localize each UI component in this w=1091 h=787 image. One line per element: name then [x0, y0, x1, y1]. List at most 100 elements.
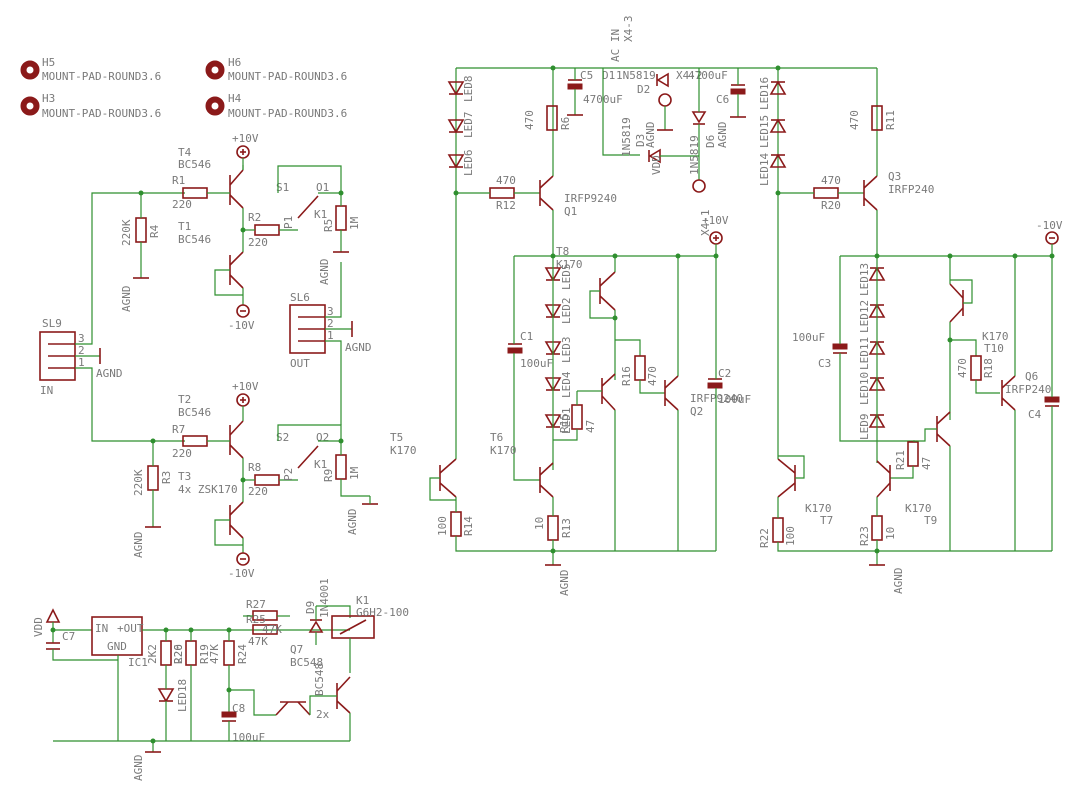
- svg-text:1M: 1M: [348, 216, 361, 230]
- svg-text:D2: D2: [637, 83, 650, 96]
- svg-text:K170: K170: [556, 258, 583, 271]
- capacitor-c1: C1 100uF: [507, 330, 553, 370]
- resistor-r4: 220K R4: [120, 217, 161, 246]
- svg-text:220: 220: [248, 485, 268, 498]
- svg-text:K1: K1: [314, 458, 327, 471]
- svg-text:470: 470: [646, 366, 659, 386]
- svg-text:Q7: Q7: [290, 643, 303, 656]
- svg-text:LED16: LED16: [758, 77, 771, 110]
- svg-text:+10V: +10V: [232, 132, 259, 145]
- svg-text:SL6: SL6: [290, 291, 310, 304]
- svg-text:O1: O1: [316, 181, 329, 194]
- svg-text:220K: 220K: [132, 469, 145, 496]
- resistor-r21: R21 47: [894, 441, 933, 470]
- svg-text:1N5819: 1N5819: [688, 135, 701, 175]
- svg-text:AGND: AGND: [644, 122, 657, 149]
- svg-text:LED10: LED10: [858, 372, 871, 405]
- svg-text:IRFP9240: IRFP9240: [564, 192, 617, 205]
- svg-text:K170: K170: [982, 330, 1009, 343]
- svg-text:S2: S2: [276, 431, 289, 444]
- resistor-r15: R15 47: [558, 404, 597, 433]
- svg-text:BC546: BC546: [178, 233, 211, 246]
- svg-text:47: 47: [584, 420, 597, 433]
- svg-text:AGND: AGND: [892, 568, 905, 595]
- svg-text:T2: T2: [178, 393, 191, 406]
- svg-text:470: 470: [956, 358, 969, 378]
- capacitor-c2: C2 100uF: [707, 367, 751, 406]
- svg-text:C2: C2: [718, 367, 731, 380]
- capacitor-c4: C4: [1028, 396, 1060, 421]
- svg-text:2x: 2x: [316, 708, 330, 721]
- svg-text:VDD: VDD: [32, 617, 45, 637]
- svg-text:LED8: LED8: [462, 76, 475, 103]
- svg-text:MOUNT-PAD-ROUND3.6: MOUNT-PAD-ROUND3.6: [228, 107, 347, 120]
- svg-text:3: 3: [327, 305, 334, 318]
- svg-text:Q6: Q6: [1025, 370, 1038, 383]
- svg-text:AGND: AGND: [132, 755, 145, 782]
- resistor-r13: 10 R13: [533, 515, 573, 541]
- svg-text:-10V: -10V: [228, 319, 255, 332]
- svg-text:K170: K170: [905, 502, 932, 515]
- svg-text:LED9: LED9: [858, 414, 871, 441]
- svg-text:1N4001: 1N4001: [318, 578, 331, 618]
- svg-text:-10V: -10V: [1036, 219, 1063, 232]
- led-string-right-top: LED14 LED15 LED16: [758, 77, 787, 186]
- resistor-r18: 470 R18: [956, 355, 995, 381]
- svg-text:AGND: AGND: [558, 570, 571, 597]
- resistor-r3: 220K R3: [132, 465, 173, 496]
- svg-text:LED18: LED18: [176, 679, 189, 712]
- power-minus-10v-amp-right: -10V: [1036, 219, 1063, 245]
- resistor-r24: 47K R24: [208, 640, 249, 666]
- svg-text:R16: R16: [620, 366, 633, 386]
- svg-text:LED7: LED7: [462, 112, 475, 139]
- diode-d9: D9 1N4001: [304, 578, 331, 633]
- svg-text:OUT: OUT: [290, 357, 310, 370]
- svg-text:AGND: AGND: [120, 286, 133, 313]
- svg-text:47K: 47K: [262, 623, 282, 636]
- power-plus-10v-top: +10V: [232, 132, 259, 159]
- led-string-left-mid: LED5 LED2 LED3 LED4 LED1: [544, 264, 573, 434]
- diode-d2: D2: [637, 72, 669, 96]
- svg-text:R5: R5: [322, 219, 335, 232]
- connector-sl9: SL9 3 2 1 IN AGND: [39, 317, 123, 397]
- svg-text:1: 1: [78, 356, 85, 369]
- svg-text:R12: R12: [496, 199, 516, 212]
- svg-text:K1: K1: [356, 594, 369, 607]
- svg-text:VDD: VDD: [650, 155, 663, 175]
- mount-pad-h6: H6 MOUNT-PAD-ROUND3.6: [205, 56, 347, 83]
- svg-text:R4: R4: [148, 224, 161, 238]
- svg-text:10: 10: [884, 527, 897, 540]
- svg-text:47K: 47K: [208, 644, 221, 664]
- svg-text:R8: R8: [248, 461, 261, 474]
- svg-text:4x ZSK170: 4x ZSK170: [178, 483, 238, 496]
- resistor-r14: 100 R14: [436, 511, 475, 537]
- svg-text:D6: D6: [704, 135, 717, 148]
- transistor-t3: [229, 501, 244, 539]
- svg-text:BC546: BC546: [178, 406, 211, 419]
- svg-text:R1: R1: [172, 174, 185, 187]
- svg-text:Q3: Q3: [888, 170, 901, 183]
- svg-text:R22: R22: [758, 528, 771, 548]
- svg-text:C8: C8: [232, 702, 245, 715]
- svg-text:C7: C7: [62, 630, 75, 643]
- svg-text:H5: H5: [42, 56, 55, 69]
- svg-text:SL9: SL9: [42, 317, 62, 330]
- svg-text:P1: P1: [282, 216, 295, 229]
- svg-text:K170: K170: [805, 502, 832, 515]
- svg-text:1N5819: 1N5819: [616, 69, 656, 82]
- resistor-r12: 470 R12: [489, 174, 516, 212]
- svg-text:AGND: AGND: [318, 259, 331, 286]
- svg-text:Q2: Q2: [690, 405, 703, 418]
- svg-text:AGND: AGND: [346, 509, 359, 536]
- svg-text:K170: K170: [490, 444, 517, 457]
- svg-text:C5: C5: [580, 69, 593, 82]
- svg-text:R6: R6: [559, 117, 572, 130]
- svg-text:R7: R7: [172, 423, 185, 436]
- resistor-r16: R16 470: [620, 355, 659, 386]
- svg-text:T4: T4: [178, 146, 192, 159]
- svg-text:R20: R20: [821, 199, 841, 212]
- svg-text:H6: H6: [228, 56, 241, 69]
- svg-text:470: 470: [848, 110, 861, 130]
- mosfet-q3: Q3 IRFP240: [863, 170, 934, 211]
